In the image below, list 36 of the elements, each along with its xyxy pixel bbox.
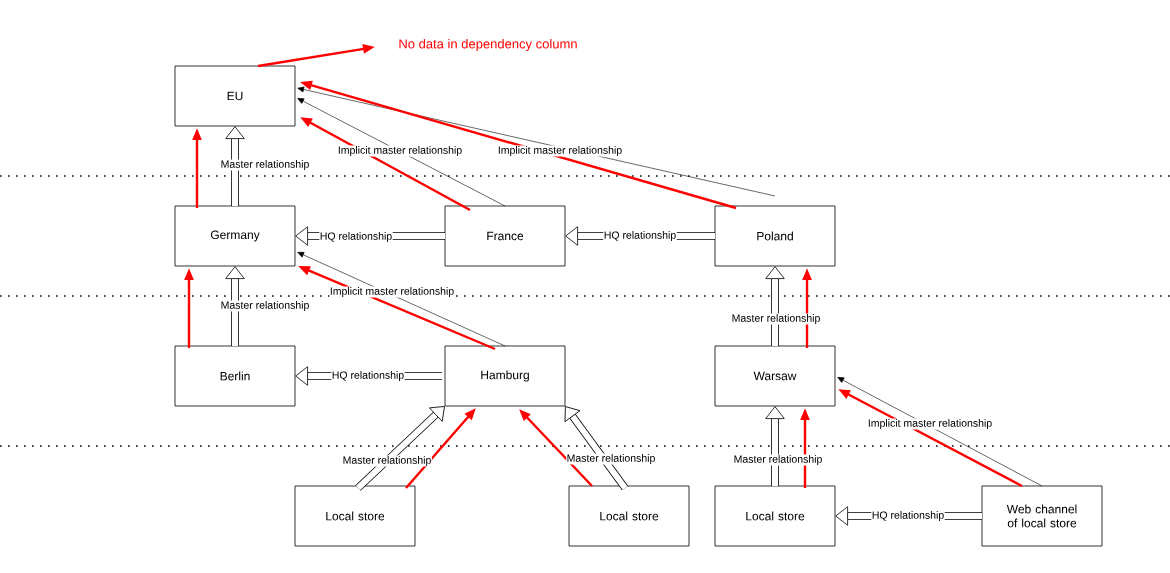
process-box: Poland [714, 205, 836, 267]
arrow [297, 86, 776, 197]
arrow [297, 252, 506, 347]
edge-label: HQ relationship [319, 231, 393, 243]
block-arrow [765, 406, 785, 486]
edge-label: Implicit master relationship [867, 418, 993, 430]
block-arrow [765, 266, 785, 346]
edge-label: HQ relationship [331, 370, 405, 382]
block-arrow [225, 266, 245, 346]
process-box: Local store [714, 485, 836, 547]
block-arrow [564, 406, 629, 491]
process-box: Warsaw [714, 345, 836, 407]
block-arrow [355, 406, 445, 491]
arrow [297, 98, 506, 207]
process-box: Germany [174, 205, 296, 267]
edge-label: Master relationship [566, 453, 656, 465]
block-arrow [225, 126, 245, 206]
process-box: Hamburg [444, 345, 566, 407]
edge-label: Implicit master relationship [497, 145, 623, 157]
edge-label: Master relationship [731, 313, 821, 325]
note-text: No data in dependency column [399, 38, 577, 52]
edge-label: Implicit master relationship [337, 145, 463, 157]
edge-label: HQ relationship [871, 510, 945, 522]
edge-label: Implicit master relationship [329, 286, 455, 298]
edge-label: Master relationship [220, 300, 310, 312]
edge-label: Master relationship [733, 454, 823, 466]
process-box: Web channel of local store [981, 485, 1103, 547]
edge-label: Master relationship [220, 159, 310, 171]
process-box: Local store [294, 485, 416, 547]
edge-label: Master relationship [342, 455, 432, 467]
process-box: EU [174, 65, 296, 127]
process-box: Local store [568, 485, 690, 547]
process-box: France [444, 205, 566, 267]
process-box: Berlin [174, 345, 296, 407]
edge-label: HQ relationship [603, 230, 677, 242]
arrow [837, 377, 1043, 487]
